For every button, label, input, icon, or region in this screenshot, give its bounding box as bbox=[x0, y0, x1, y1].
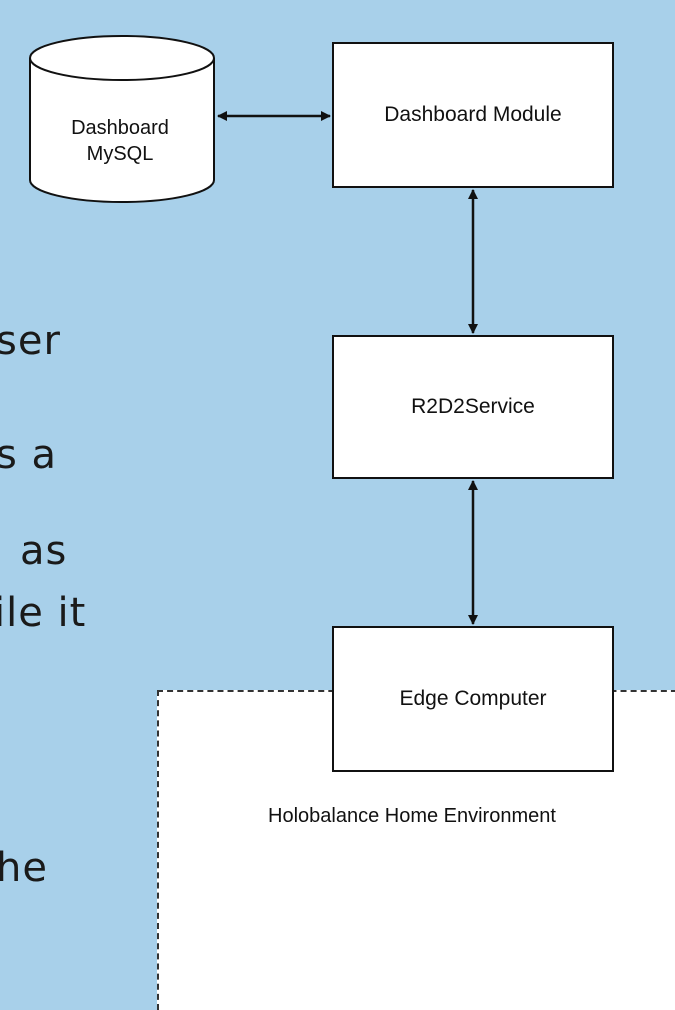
dashboard-module-label: Dashboard Module bbox=[384, 103, 562, 126]
slide-text-line-3: as bbox=[20, 528, 68, 574]
slide-text-line-5: he bbox=[0, 845, 48, 891]
r2d2-service-label: R2D2Service bbox=[411, 395, 535, 418]
slide-text-line-2: s a bbox=[0, 432, 58, 478]
edge-computer-box: Edge Computer bbox=[332, 626, 614, 772]
database-label: Dashboard MySQL bbox=[30, 115, 210, 167]
database-label-line-2: MySQL bbox=[86, 143, 154, 165]
r2d2-service-box: R2D2Service bbox=[332, 335, 614, 479]
home-environment-label: Holobalance Home Environment bbox=[268, 805, 556, 827]
edge-computer-label: Edge Computer bbox=[399, 687, 547, 710]
slide-text-line-4: ile it bbox=[0, 590, 87, 636]
dashboard-module-box: Dashboard Module bbox=[332, 42, 614, 188]
diagram-connectors bbox=[29, 35, 478, 625]
diagram-canvas: Holobalance Home Environment ser s a as … bbox=[0, 35, 675, 1010]
slide-text-line-1: ser bbox=[0, 318, 61, 364]
database-label-line-1: Dashboard bbox=[71, 117, 169, 139]
database-cylinder-icon bbox=[29, 35, 215, 203]
